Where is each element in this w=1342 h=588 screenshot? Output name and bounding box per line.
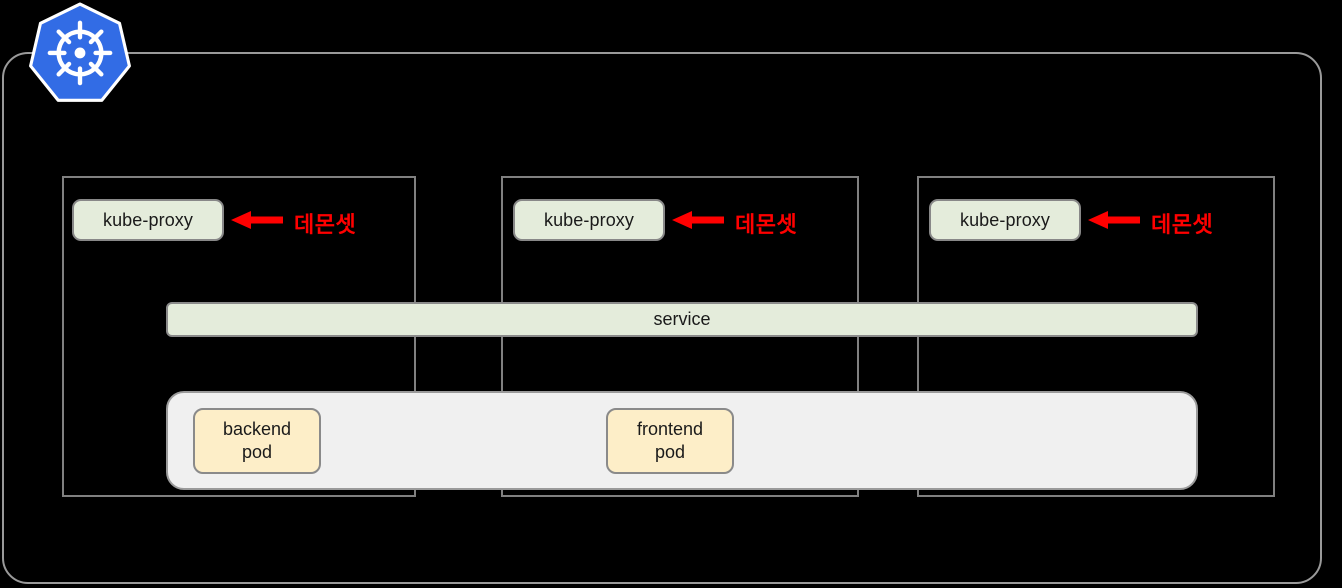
arrow-left-icon-1	[231, 211, 283, 229]
pod-backend-kind: pod	[241, 442, 273, 462]
pod-backend: backend pod	[193, 408, 321, 474]
service-label: service	[653, 309, 711, 329]
kube-proxy-box-3: kube-proxy	[929, 199, 1081, 241]
service-bar: service	[166, 302, 1198, 337]
daemonset-label-1: 데몬셋	[294, 212, 357, 237]
pod-frontend-name: frontend	[636, 418, 704, 439]
kube-proxy-label-2: kube-proxy	[543, 209, 635, 230]
kube-proxy-box-1: kube-proxy	[72, 199, 224, 241]
pod-frontend: frontend pod	[606, 408, 734, 474]
cluster-boundary	[2, 52, 1322, 584]
pod-frontend-kind: pod	[654, 442, 686, 462]
kubernetes-logo	[28, 2, 132, 106]
daemonset-label-3: 데몬셋	[1151, 212, 1214, 237]
arrow-left-icon-2	[672, 211, 724, 229]
kube-proxy-label-1: kube-proxy	[102, 209, 194, 230]
kube-proxy-box-2: kube-proxy	[513, 199, 665, 241]
pod-backend-name: backend	[222, 418, 292, 439]
daemonset-label-2: 데몬셋	[735, 212, 798, 237]
kube-proxy-label-3: kube-proxy	[959, 209, 1051, 230]
arrow-left-icon-3	[1088, 211, 1140, 229]
